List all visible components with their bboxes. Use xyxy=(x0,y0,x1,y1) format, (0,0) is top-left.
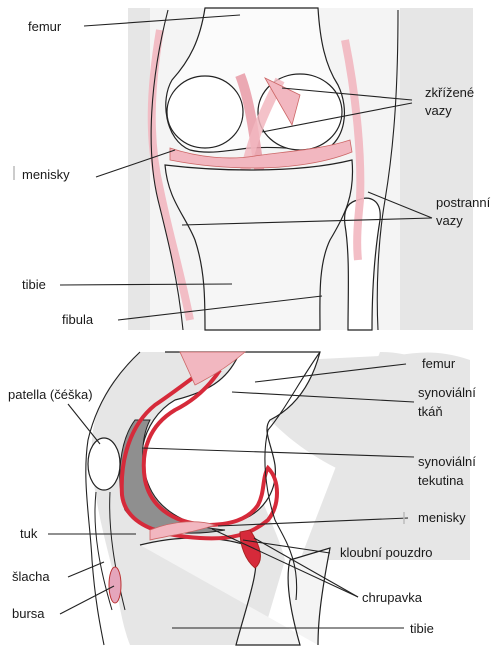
label-postranni-line1: postranní xyxy=(436,195,491,210)
label-postranni-line2: vazy xyxy=(436,213,463,228)
label-tibie-top: tibie xyxy=(22,277,46,292)
front-view-diagram: femur zkřížené vazy menisky postranní va… xyxy=(22,8,491,330)
label-zkrizene-line2: vazy xyxy=(425,103,452,118)
label-chrupavka: chrupavka xyxy=(362,590,423,605)
label-tuk: tuk xyxy=(20,526,38,541)
label-menisky-bottom: menisky xyxy=(418,510,466,525)
femur-condyle-left xyxy=(167,76,243,148)
label-kloubni-pouzdro: kloubní pouzdro xyxy=(340,545,433,560)
patella xyxy=(88,438,120,490)
label-slacha: šlacha xyxy=(12,569,50,584)
bursa xyxy=(109,567,121,603)
leader-bursa xyxy=(60,586,114,614)
label-femur-bottom: femur xyxy=(422,356,456,371)
label-synovialni-tkan-line2: tkáň xyxy=(418,404,443,419)
label-synovialni-tekutina-line2: tekutina xyxy=(418,473,464,488)
side-view-diagram: femur patella (čéška) synoviální tkáň sy… xyxy=(8,352,476,645)
label-femur-top: femur xyxy=(28,19,62,34)
label-tibie-bottom: tibie xyxy=(410,621,434,636)
label-synovialni-tkan-line1: synoviální xyxy=(418,385,476,400)
label-patella: patella (čéška) xyxy=(8,387,93,402)
label-synovialni-tekutina-line1: synoviální xyxy=(418,454,476,469)
label-fibula: fibula xyxy=(62,312,94,327)
label-menisky-top: menisky xyxy=(22,167,70,182)
label-bursa: bursa xyxy=(12,606,45,621)
label-zkrizene-line1: zkřížené xyxy=(425,85,474,100)
leader-slacha xyxy=(68,562,104,577)
